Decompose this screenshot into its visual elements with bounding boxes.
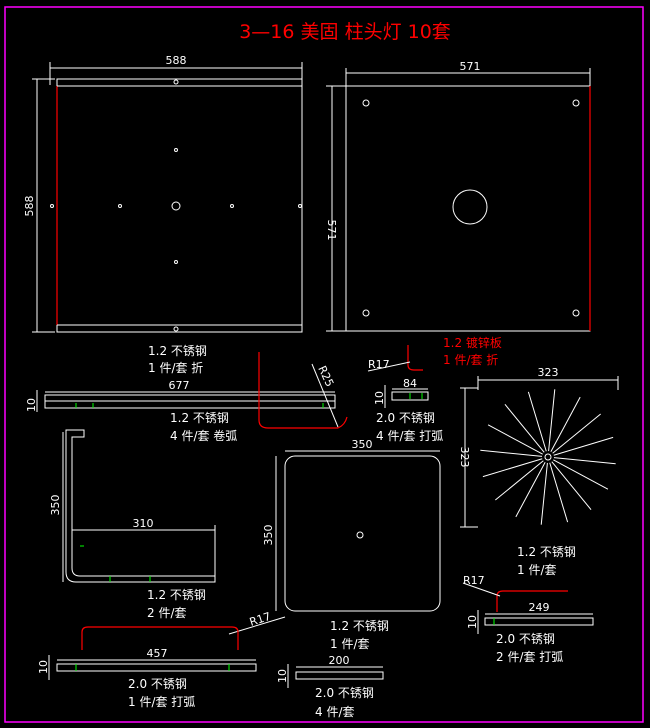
part-material: 2.0 不锈钢 (128, 677, 187, 691)
dim-height: 350 (262, 525, 275, 546)
part-material: 2.0 不锈钢 (376, 411, 435, 425)
dim-length: 310 (133, 517, 154, 530)
dim-radius: R17 (368, 358, 390, 371)
dim-height: 350 (49, 495, 62, 516)
dim-radius: R17 (248, 610, 273, 629)
part-material: 2.0 不锈钢 (315, 686, 374, 700)
sunburst-ray (553, 436, 614, 456)
part-quantity: 1 件/套 折 (148, 360, 203, 375)
part-4-bracket: R17 84 10 2.0 不锈钢 4 件/套 打弧 (367, 345, 443, 443)
sunburst-ray (548, 389, 556, 452)
sunburst-ray (549, 462, 569, 523)
part-quantity: 1 件/套 折 (443, 352, 498, 367)
dim-width: 571 (460, 60, 481, 73)
dim-length: 249 (529, 601, 550, 614)
dim-length: 677 (169, 379, 190, 392)
part-material: 2.0 不锈钢 (496, 632, 555, 646)
part-material: 1.2 不锈钢 (517, 545, 576, 559)
dim-height: 571 (325, 220, 338, 241)
sunburst-ray (550, 396, 581, 452)
part-quantity: 4 件/套 卷弧 (170, 428, 237, 443)
dim-height: 323 (458, 447, 471, 468)
part-5-sunburst: 323 323 1.2 不锈钢 1 件/套 (458, 366, 619, 577)
dim-thickness: 10 (466, 615, 479, 629)
sunburst-ray (551, 461, 592, 510)
part-10-strip: R17 249 10 2.0 不锈钢 2 件/套 打弧 (462, 574, 594, 664)
sunburst-ray (482, 458, 543, 478)
dim-width: 323 (538, 366, 559, 379)
part-material: 1.2 不锈钢 (170, 411, 229, 425)
part-quantity: 2 件/套 打弧 (496, 650, 563, 664)
sunburst-ray (480, 449, 543, 457)
dim-length: 200 (329, 654, 350, 667)
dim-width: 588 (166, 54, 187, 67)
part-material: 1.2 不锈钢 (147, 588, 206, 602)
part-quantity: 4 件/套 打弧 (376, 429, 443, 443)
part-material: 1.2 不锈钢 (148, 344, 207, 358)
dim-length: 457 (147, 647, 168, 660)
part-1-panel: 588 588 1.2 不锈钢 1 件/套 折 (23, 54, 303, 375)
sunburst-ray (515, 462, 546, 518)
part-quantity: 1 件/套 (517, 563, 557, 577)
drawing-frame (4, 6, 644, 723)
part-quantity: 1 件/套 打弧 (128, 695, 195, 709)
sunburst-ray (553, 457, 616, 465)
part-material: 1.2 镀锌板 (443, 336, 502, 350)
sunburst-ray (527, 391, 547, 452)
part-material: 1.2 不锈钢 (330, 619, 389, 633)
dim-thickness: 10 (25, 398, 38, 412)
part-6-l-bracket: 310 350 1.2 不锈钢 2 件/套 (49, 429, 216, 620)
part-7-plate: 350 350 R17 1.2 不锈钢 1 件/套 (228, 438, 441, 651)
part-9-strip: 200 10 2.0 不锈钢 4 件/套 (276, 654, 384, 719)
part-quantity: 1 件/套 (330, 637, 370, 651)
dim-thickness: 10 (276, 669, 289, 683)
dim-thickness: 10 (373, 391, 386, 405)
dim-width: 350 (352, 438, 373, 451)
dim-thickness: 10 (37, 660, 50, 674)
dim-length: 84 (403, 377, 417, 390)
dim-height: 588 (23, 196, 36, 217)
sunburst-ray (487, 424, 543, 455)
part-quantity: 4 件/套 (315, 705, 355, 719)
dim-radius: R17 (463, 574, 485, 587)
part-2-panel: 571 571 1.2 镀锌板 1 件/套 折 (325, 60, 591, 367)
sunburst-ray (552, 413, 601, 454)
sunburst-ray (553, 459, 609, 490)
sunburst-ray (495, 460, 544, 501)
sunburst-ray (504, 404, 545, 453)
part-8-strip: 457 10 2.0 不锈钢 1 件/套 打弧 (37, 626, 257, 709)
sunburst-ray (540, 462, 548, 525)
part-quantity: 2 件/套 (147, 606, 187, 620)
drawing-title: 3—16 美固 柱头灯 10套 (239, 21, 451, 43)
dim-radius: R25 (315, 364, 336, 389)
